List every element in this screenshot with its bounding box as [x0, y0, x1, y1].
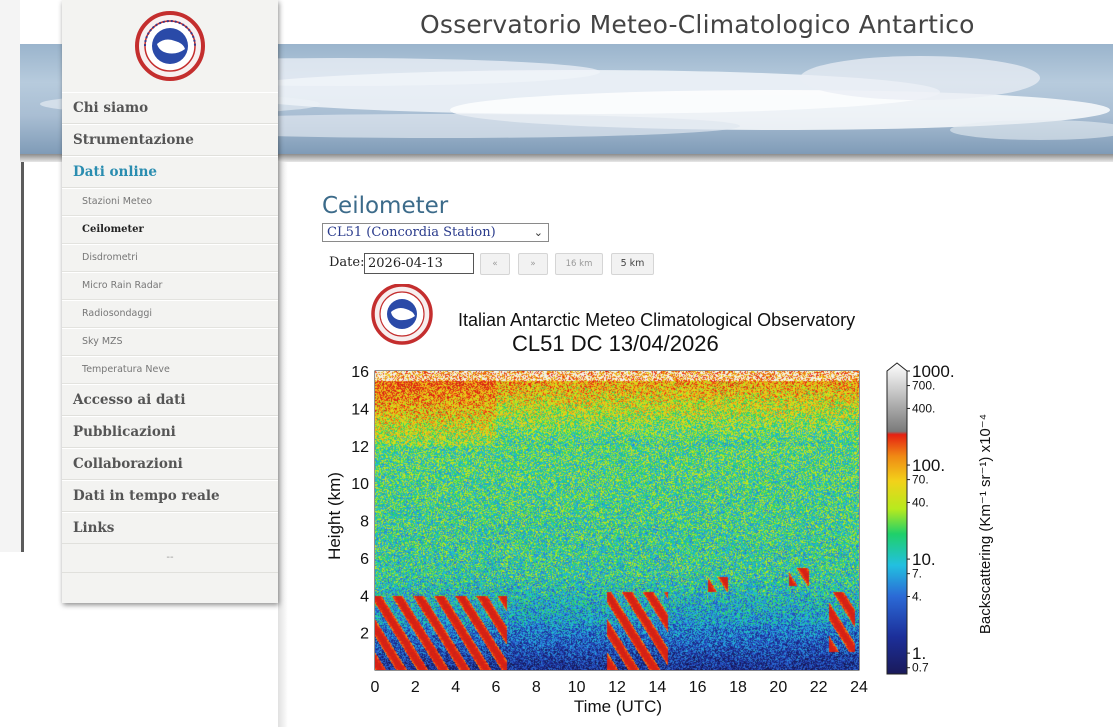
colorbar-tick-label: 700. [912, 379, 935, 393]
x-tick-label: 4 [451, 679, 460, 696]
next-day-button[interactable]: » [518, 253, 548, 275]
menu-item-dati-in-tempo-reale[interactable]: Dati in tempo reale [62, 480, 278, 512]
colorbar-tick-label: 1. [912, 644, 926, 663]
colorbar-tick-label: 0.7 [912, 661, 929, 675]
x-tick-label: 0 [371, 679, 380, 696]
backscatter-heatmap [375, 371, 859, 670]
date-label: Date: [329, 255, 365, 270]
chart-subtitle: CL51 DC 13/04/2026 [512, 331, 719, 356]
range-16km-button[interactable]: 16 km [555, 253, 603, 275]
x-tick-label: 22 [810, 679, 828, 696]
colorbar-tick-label: 10. [912, 550, 936, 569]
y-tick-label: 8 [360, 514, 369, 531]
x-tick-label: 18 [729, 679, 747, 696]
submenu-item-stazioni-meteo[interactable]: Stazioni Meteo [62, 188, 278, 216]
menu-item-pubblicazioni[interactable]: Pubblicazioni [62, 416, 278, 448]
menu-item-strumentazione[interactable]: Strumentazione [62, 124, 278, 156]
submenu-item-micro-rain-radar[interactable]: Micro Rain Radar [62, 272, 278, 300]
chart-title: Italian Antarctic Meteo Climatological O… [458, 310, 855, 330]
chart-logo-icon [371, 284, 433, 345]
submenu-item-temperatura-neve[interactable]: Temperatura Neve [62, 356, 278, 384]
menu-item-accesso-ai-dati[interactable]: Accesso ai dati [62, 384, 278, 416]
menu-item-collaborazioni[interactable]: Collaborazioni [62, 448, 278, 480]
colorbar-tick-label: 4. [912, 590, 922, 604]
y-tick-label: 12 [351, 439, 369, 456]
y-axis-label: Height (km) [325, 472, 344, 560]
y-tick-label: 14 [351, 401, 369, 418]
submenu-item-radiosondaggi[interactable]: Radiosondaggi [62, 300, 278, 328]
date-input[interactable] [364, 253, 474, 274]
range-5km-button[interactable]: 5 km [611, 253, 654, 275]
x-tick-label: 10 [568, 679, 586, 696]
x-tick-label: 14 [648, 679, 666, 696]
colorbar-ticks: 1000.700. 400. 100.70. 40. 10.7. 4. 1.0.7 [907, 362, 955, 675]
y-tick-label: 10 [351, 476, 369, 493]
site-title: Osservatorio Meteo-Climatologico Antarti… [420, 10, 975, 39]
logo[interactable] [62, 0, 278, 92]
submenu-item-sky-mzs[interactable]: Sky MZS [62, 328, 278, 356]
chevron-down-icon: ⌄ [533, 226, 543, 239]
colorbar [886, 362, 908, 675]
colorbar-tick-label: 7. [912, 567, 922, 581]
station-select[interactable]: CL51 (Concordia Station) ⌄ [322, 223, 549, 242]
sidebar: Chi siamo Strumentazione Dati online Sta… [62, 0, 278, 603]
prev-day-button[interactable]: « [480, 253, 510, 275]
y-tick-label: 2 [360, 626, 369, 643]
colorbar-tick-label: 40. [912, 495, 929, 509]
y-tick-label: 16 [351, 364, 369, 381]
menu-separator: -- [62, 544, 278, 573]
page-title: Ceilometer [322, 193, 449, 220]
menu-item-links[interactable]: Links [62, 512, 278, 544]
ceilometer-chart: Italian Antarctic Meteo Climatological O… [322, 284, 1000, 718]
colorbar-tick-label: 100. [912, 456, 945, 475]
colorbar-tick-label: 400. [912, 401, 935, 415]
menu-item-chi-siamo[interactable]: Chi siamo [62, 92, 278, 124]
x-tick-label: 6 [492, 679, 501, 696]
submenu-item-ceilometer[interactable]: Ceilometer [62, 216, 278, 244]
colorbar-tick-label: 70. [912, 473, 929, 487]
colorbar-tick-label: 1000. [912, 362, 955, 381]
menu-item-dati-online[interactable]: Dati online [62, 156, 278, 188]
x-axis-label: Time (UTC) [574, 697, 662, 716]
x-tick-label: 20 [769, 679, 787, 696]
x-tick-label: 12 [608, 679, 626, 696]
observatory-logo-icon [135, 11, 205, 81]
x-tick-label: 2 [411, 679, 420, 696]
x-tick-label: 24 [850, 679, 868, 696]
y-axis-ticks: 2 4 6 8 10 12 14 16 [351, 364, 380, 643]
submenu-item-disdrometri[interactable]: Disdrometri [62, 244, 278, 272]
station-select-value: CL51 (Concordia Station) [327, 225, 496, 240]
y-tick-label: 6 [360, 551, 369, 568]
colorbar-label: Backscattering (Km⁻¹ sr⁻¹) x10⁻⁴ [977, 414, 994, 634]
x-tick-label: 8 [532, 679, 541, 696]
x-tick-label: 16 [689, 679, 707, 696]
y-tick-label: 4 [360, 588, 369, 605]
